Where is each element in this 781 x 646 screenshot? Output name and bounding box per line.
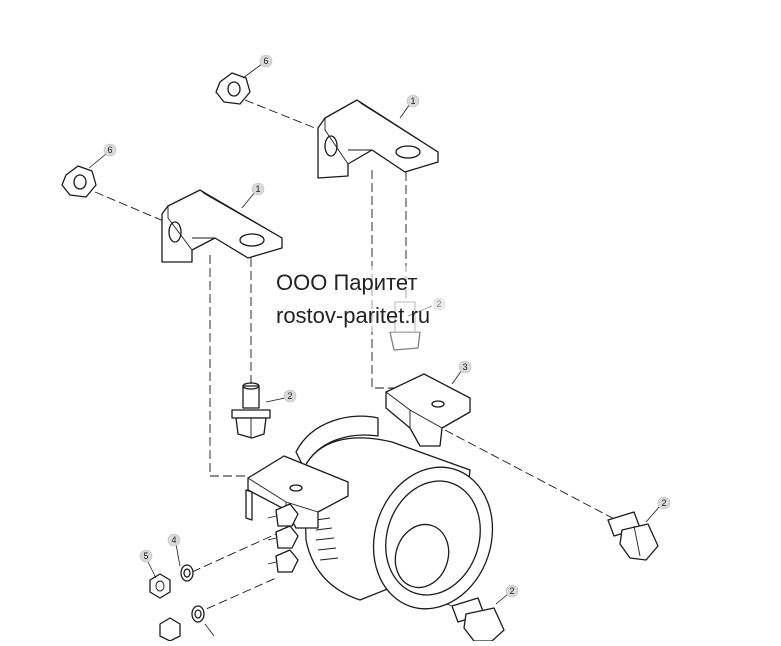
callout-1-lower: 1 <box>251 182 265 196</box>
flange-nut-lower <box>61 165 97 198</box>
callout-label: 3 <box>462 362 467 372</box>
damper-body <box>295 415 494 610</box>
callout-label: 2 <box>661 498 666 508</box>
callout-label: 2 <box>509 586 514 596</box>
watermark-url: rostov-paritet.ru <box>276 303 431 328</box>
callout-label: 6 <box>107 145 112 155</box>
callout-label: 1 <box>410 96 415 106</box>
callout-label: 4 <box>171 535 176 545</box>
callout-2-ghost: 2 <box>432 297 446 311</box>
washer <box>180 564 194 582</box>
callout-6-lower: 6 <box>103 143 117 157</box>
callout-3: 3 <box>458 360 472 374</box>
callout-5: 5 <box>139 549 153 563</box>
watermark: ООО Паритет rostov-paritet.ru <box>272 266 435 332</box>
callout-2-bottom: 2 <box>505 584 519 598</box>
washer-bottom <box>191 605 205 623</box>
body-bracket <box>245 455 349 529</box>
bolt-right <box>607 511 659 561</box>
bolt-bottom <box>451 597 505 642</box>
callout-1-upper: 1 <box>406 94 420 108</box>
watermark-company: ООО Паритет <box>276 270 418 295</box>
callout-label: 5 <box>143 551 148 561</box>
callout-label: 2 <box>436 299 441 309</box>
bracket-lower <box>161 189 283 263</box>
callout-2-left: 2 <box>283 389 297 403</box>
callout-label: 1 <box>255 184 260 194</box>
callout-label: 2 <box>287 391 292 401</box>
clamp-bracket <box>385 373 471 447</box>
callout-label: 6 <box>263 56 268 66</box>
bracket-upper <box>317 99 439 179</box>
callout-2-right: 2 <box>657 496 671 510</box>
callout-4: 4 <box>167 533 181 547</box>
small-nut <box>149 573 171 599</box>
body-studs <box>267 503 299 573</box>
callout-6-upper: 6 <box>259 54 273 68</box>
small-nut-bottom <box>159 617 181 642</box>
bolt-left <box>231 382 271 439</box>
flange-nut-upper <box>215 72 251 105</box>
